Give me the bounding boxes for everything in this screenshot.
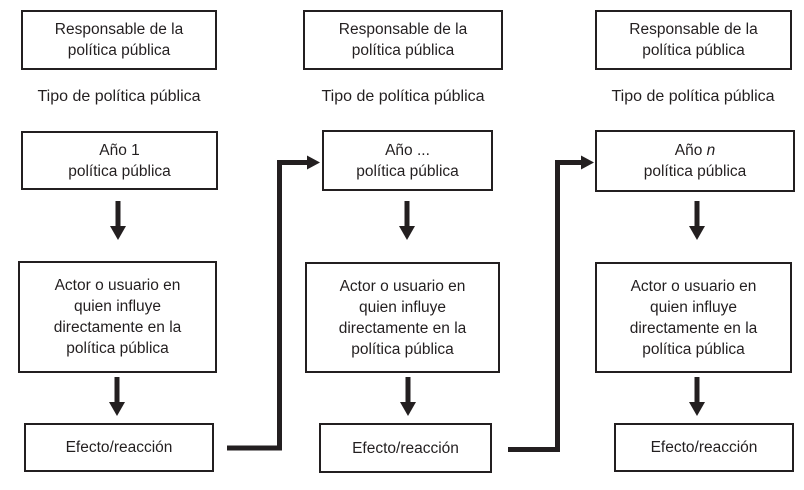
actor-text-col1: Actor o usuario en quien influye directa…: [20, 275, 215, 359]
down-arrow-year-to-actor-col3: [689, 201, 705, 240]
effect-box-col3: Efecto/reacción: [614, 423, 794, 472]
effect-label-col1: Efecto/reacción: [65, 439, 173, 456]
actor-line: política pública: [66, 340, 169, 357]
year-line: Año ...: [324, 140, 491, 161]
year-text-col2: Año ... política pública: [324, 140, 491, 182]
year-line: Año n: [597, 140, 793, 161]
actor-line: quien influye: [358, 298, 447, 316]
year-line2: política pública: [643, 163, 747, 180]
down-arrow-year-to-actor-col1: [110, 201, 126, 240]
responsible-box-col2: Responsable de la política pública: [303, 10, 503, 70]
down-arrow-actor-to-effect-col1: [109, 377, 125, 416]
feedback-connector-col2-to-col3: [508, 155, 594, 452]
responsible-text-col3: Responsable de la política pública: [597, 19, 790, 61]
year-word: Año: [99, 141, 127, 159]
effect-label-col3: Efecto/reacción: [650, 439, 758, 456]
responsible-line: política pública: [351, 42, 455, 59]
year-word: Año: [385, 141, 413, 159]
policy-type-label-col2: Tipo de política pública: [321, 88, 485, 105]
policy-type-label-col1: Tipo de política pública: [37, 88, 201, 105]
responsible-text-col1: Responsable de la política pública: [23, 19, 215, 61]
year-line: Año 1: [23, 140, 216, 161]
down-arrow-actor-to-effect-col2: [400, 377, 416, 416]
year-value: n: [706, 142, 716, 159]
year-box-col1: Año 1 política pública: [21, 131, 218, 190]
actor-line: directamente en la: [53, 319, 182, 336]
actor-text-col3: Actor o usuario en quien influye directa…: [597, 276, 790, 360]
policy-type-label-col3: Tipo de política pública: [611, 88, 775, 105]
year-text-col1: Año 1 política pública: [23, 140, 216, 182]
effect-box-col2: Efecto/reacción: [319, 423, 492, 473]
responsible-line: Responsable de la: [338, 21, 468, 38]
actor-line: política pública: [642, 340, 745, 358]
actor-box-col3: Actor o usuario en quien influye directa…: [595, 262, 792, 373]
effect-label-col2: Efecto/reacción: [352, 439, 459, 457]
responsible-text-col2: Responsable de la política pública: [305, 19, 501, 61]
year-value: 1: [131, 141, 140, 159]
actor-line: directamente en la: [629, 319, 758, 337]
down-arrow-actor-to-effect-col3: [689, 377, 705, 416]
year-text-col3: Año n política pública: [597, 140, 793, 182]
actor-line: Actor o usuario en: [339, 277, 466, 295]
year-line2: política pública: [68, 162, 171, 180]
year-line2: política pública: [356, 162, 459, 180]
year-box-col2: Año ... política pública: [322, 130, 493, 191]
actor-line: Actor o usuario en: [630, 277, 757, 295]
down-arrow-year-to-actor-col2: [399, 201, 415, 240]
actor-line: Actor o usuario en: [54, 277, 181, 294]
responsible-box-col3: Responsable de la política pública: [595, 10, 792, 70]
actor-box-col1: Actor o usuario en quien influye directa…: [18, 261, 217, 373]
year-value: ...: [416, 141, 430, 159]
actor-text-col2: Actor o usuario en quien influye directa…: [307, 276, 498, 360]
actor-box-col2: Actor o usuario en quien influye directa…: [305, 262, 500, 373]
actor-line: política pública: [351, 340, 454, 358]
responsible-line: política pública: [642, 42, 745, 59]
responsible-line: política pública: [67, 42, 171, 59]
responsible-line: Responsable de la: [629, 21, 758, 38]
actor-line: quien influye: [73, 298, 162, 315]
effect-box-col1: Efecto/reacción: [24, 423, 214, 472]
year-word: Año: [674, 142, 703, 159]
responsible-line: Responsable de la: [54, 21, 184, 38]
actor-line: directamente en la: [338, 319, 467, 337]
actor-line: quien influye: [649, 298, 738, 316]
year-box-col3: Año n política pública: [595, 130, 795, 192]
responsible-box-col1: Responsable de la política pública: [21, 10, 217, 70]
